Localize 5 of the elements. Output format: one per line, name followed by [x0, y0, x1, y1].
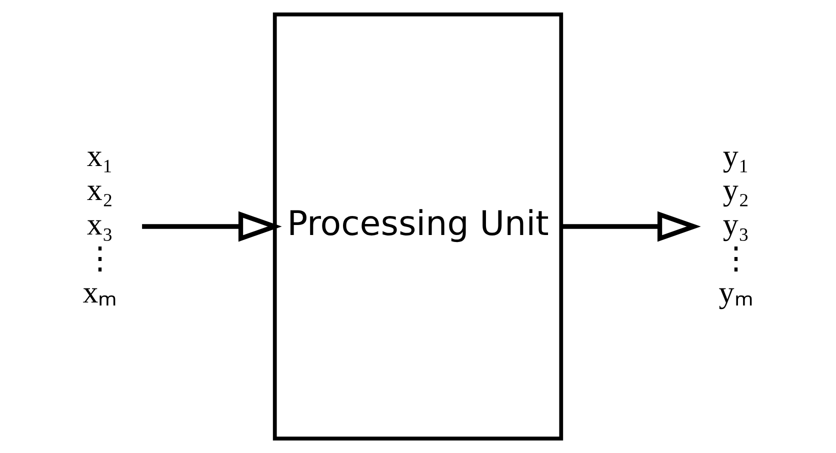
- node-text: x₁ x₂ x₃ ⋮ xₘ: [82, 138, 118, 310]
- arrow: [561, 211, 701, 242]
- node-box: Processing Unit: [272, 12, 564, 440]
- arrow: [142, 211, 282, 242]
- node-text: y₁ y₂ y₃ ⋮ yₘ: [718, 138, 754, 310]
